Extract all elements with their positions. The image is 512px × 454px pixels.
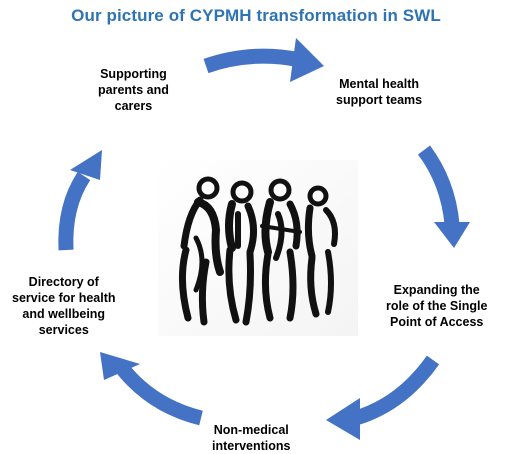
node-line: parents and	[98, 83, 169, 97]
node-line: Directory of	[28, 275, 99, 289]
node-line: interventions	[212, 439, 291, 453]
node-line: support teams	[336, 93, 423, 107]
node-line: Expanding the	[393, 283, 480, 297]
arrow-top	[203, 38, 324, 82]
node-line: carers	[114, 99, 153, 113]
node-line: Point of Access	[390, 315, 484, 329]
node-line: and wellbeing	[22, 307, 106, 321]
diagram-title: Our picture of CYPMH transformation in S…	[71, 6, 441, 25]
node-line: Mental health	[339, 77, 419, 91]
node-single-point-of-access: Expanding the role of the Single Point o…	[386, 282, 487, 330]
node-line: Supporting	[100, 67, 167, 81]
node-non-medical-interventions: Non-medical interventions	[212, 422, 291, 454]
node-supporting-parents: Supporting parents and carers	[98, 66, 169, 114]
node-line: service for health	[12, 291, 116, 305]
node-line: Non-medical	[213, 423, 289, 437]
node-directory-of-service: Directory of service for health and well…	[12, 274, 116, 338]
node-line: role of the Single	[386, 299, 488, 313]
node-line: services	[38, 323, 89, 337]
arrow-left	[58, 150, 102, 251]
people-sketch-image	[158, 160, 358, 336]
arrow-bottom-left	[100, 352, 203, 426]
node-mental-health-teams: Mental health support teams	[336, 76, 422, 108]
arrow-right-upper	[417, 145, 470, 248]
arrow-right-lower	[326, 355, 440, 440]
